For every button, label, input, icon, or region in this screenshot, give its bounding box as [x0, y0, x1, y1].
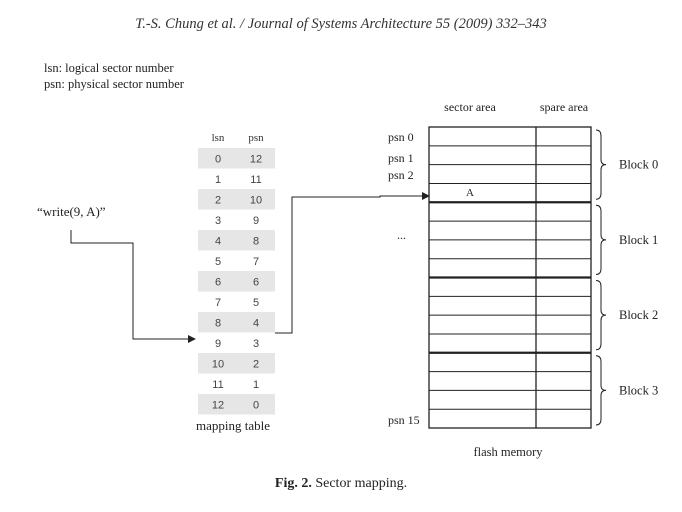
legend-lsn: lsn: logical sector number [44, 61, 174, 75]
journal-header: T.-S. Chung et al. / Journal of Systems … [135, 16, 547, 32]
block-braces: Block 0 Block 1 Block 2 Block 3 [595, 129, 658, 426]
write-arrow [70, 230, 196, 343]
psn-label-0: psn 0 [388, 130, 414, 144]
mapping-row [198, 332, 275, 353]
mapping-col-psn: psn [248, 132, 264, 144]
mapping-psn-value: 2 [253, 359, 259, 371]
mapping-psn-value: 0 [253, 400, 259, 412]
block-label: Block 0 [619, 158, 658, 172]
mapping-lsn-value: 12 [212, 400, 224, 412]
block-brace [595, 280, 607, 351]
psn-label-1: psn 1 [388, 151, 414, 165]
mapping-psn-value: 5 [253, 297, 259, 309]
mapping-row [198, 168, 275, 189]
mapping-psn-value: 1 [253, 379, 259, 391]
mapping-row [198, 312, 275, 333]
figure-caption: Fig. 2. Sector mapping. [0, 476, 682, 492]
psn-ellipsis: ... [397, 228, 406, 242]
mapping-row [198, 230, 275, 251]
mapping-row [198, 373, 275, 394]
mapping-row [198, 148, 275, 169]
flash-memory-grid [428, 126, 592, 429]
legend-psn: psn: physical sector number [44, 77, 184, 91]
mapping-row [198, 189, 275, 210]
block-brace [595, 204, 607, 275]
block-label: Block 2 [619, 308, 658, 322]
mapping-lsn-value: 1 [215, 174, 221, 186]
mapping-row [198, 291, 275, 312]
mapping-lsn-value: 3 [215, 215, 221, 227]
block-label: Block 1 [619, 233, 658, 247]
psn-label-2: psn 2 [388, 168, 414, 182]
mapping-psn-value: 11 [250, 174, 261, 186]
mapping-lsn-value: 10 [212, 359, 224, 371]
mapping-psn-value: 4 [253, 318, 259, 330]
mapping-table-label: mapping table [196, 418, 270, 433]
write-command: “write(9, A)” [37, 204, 106, 219]
mapping-lsn-value: 5 [215, 256, 221, 268]
mapping-psn-value: 3 [253, 338, 259, 350]
mapping-lsn-value: 2 [215, 195, 221, 207]
mapping-lsn-value: 4 [215, 236, 221, 248]
mapping-psn-value: 7 [253, 256, 259, 268]
block-brace [595, 129, 607, 200]
mapping-psn-value: 12 [250, 154, 262, 166]
mapping-psn-value: 9 [253, 215, 259, 227]
mapping-row [198, 353, 275, 374]
mapping-row [198, 209, 275, 230]
flash-col-sector: sector area [444, 100, 496, 114]
figure-number: Fig. 2. [274, 476, 312, 491]
psn-label-15: psn 15 [388, 413, 420, 427]
written-value: A [466, 187, 474, 199]
mapping-row [198, 394, 275, 415]
mapping-lsn-value: 8 [215, 318, 221, 330]
mapping-row [198, 250, 275, 271]
mapping-row [198, 271, 275, 292]
mapping-psn-value: 6 [253, 277, 259, 289]
mapping-psn-value: 8 [253, 236, 259, 248]
mapping-psn-value: 10 [250, 195, 262, 207]
block-brace [595, 355, 607, 426]
mapping-lsn-value: 9 [215, 338, 221, 350]
mapping-lsn-value: 11 [212, 379, 223, 391]
flash-memory-label: flash memory [473, 445, 543, 459]
block-label: Block 3 [619, 383, 658, 397]
mapping-col-lsn: lsn [212, 132, 225, 144]
figure-title: Sector mapping. [315, 476, 408, 491]
mapping-lsn-value: 7 [215, 297, 221, 309]
mapping-lsn-value: 6 [215, 277, 221, 289]
mapping-arrow [275, 192, 430, 334]
mapping-lsn-value: 0 [215, 154, 221, 166]
flash-col-spare: spare area [540, 100, 589, 114]
